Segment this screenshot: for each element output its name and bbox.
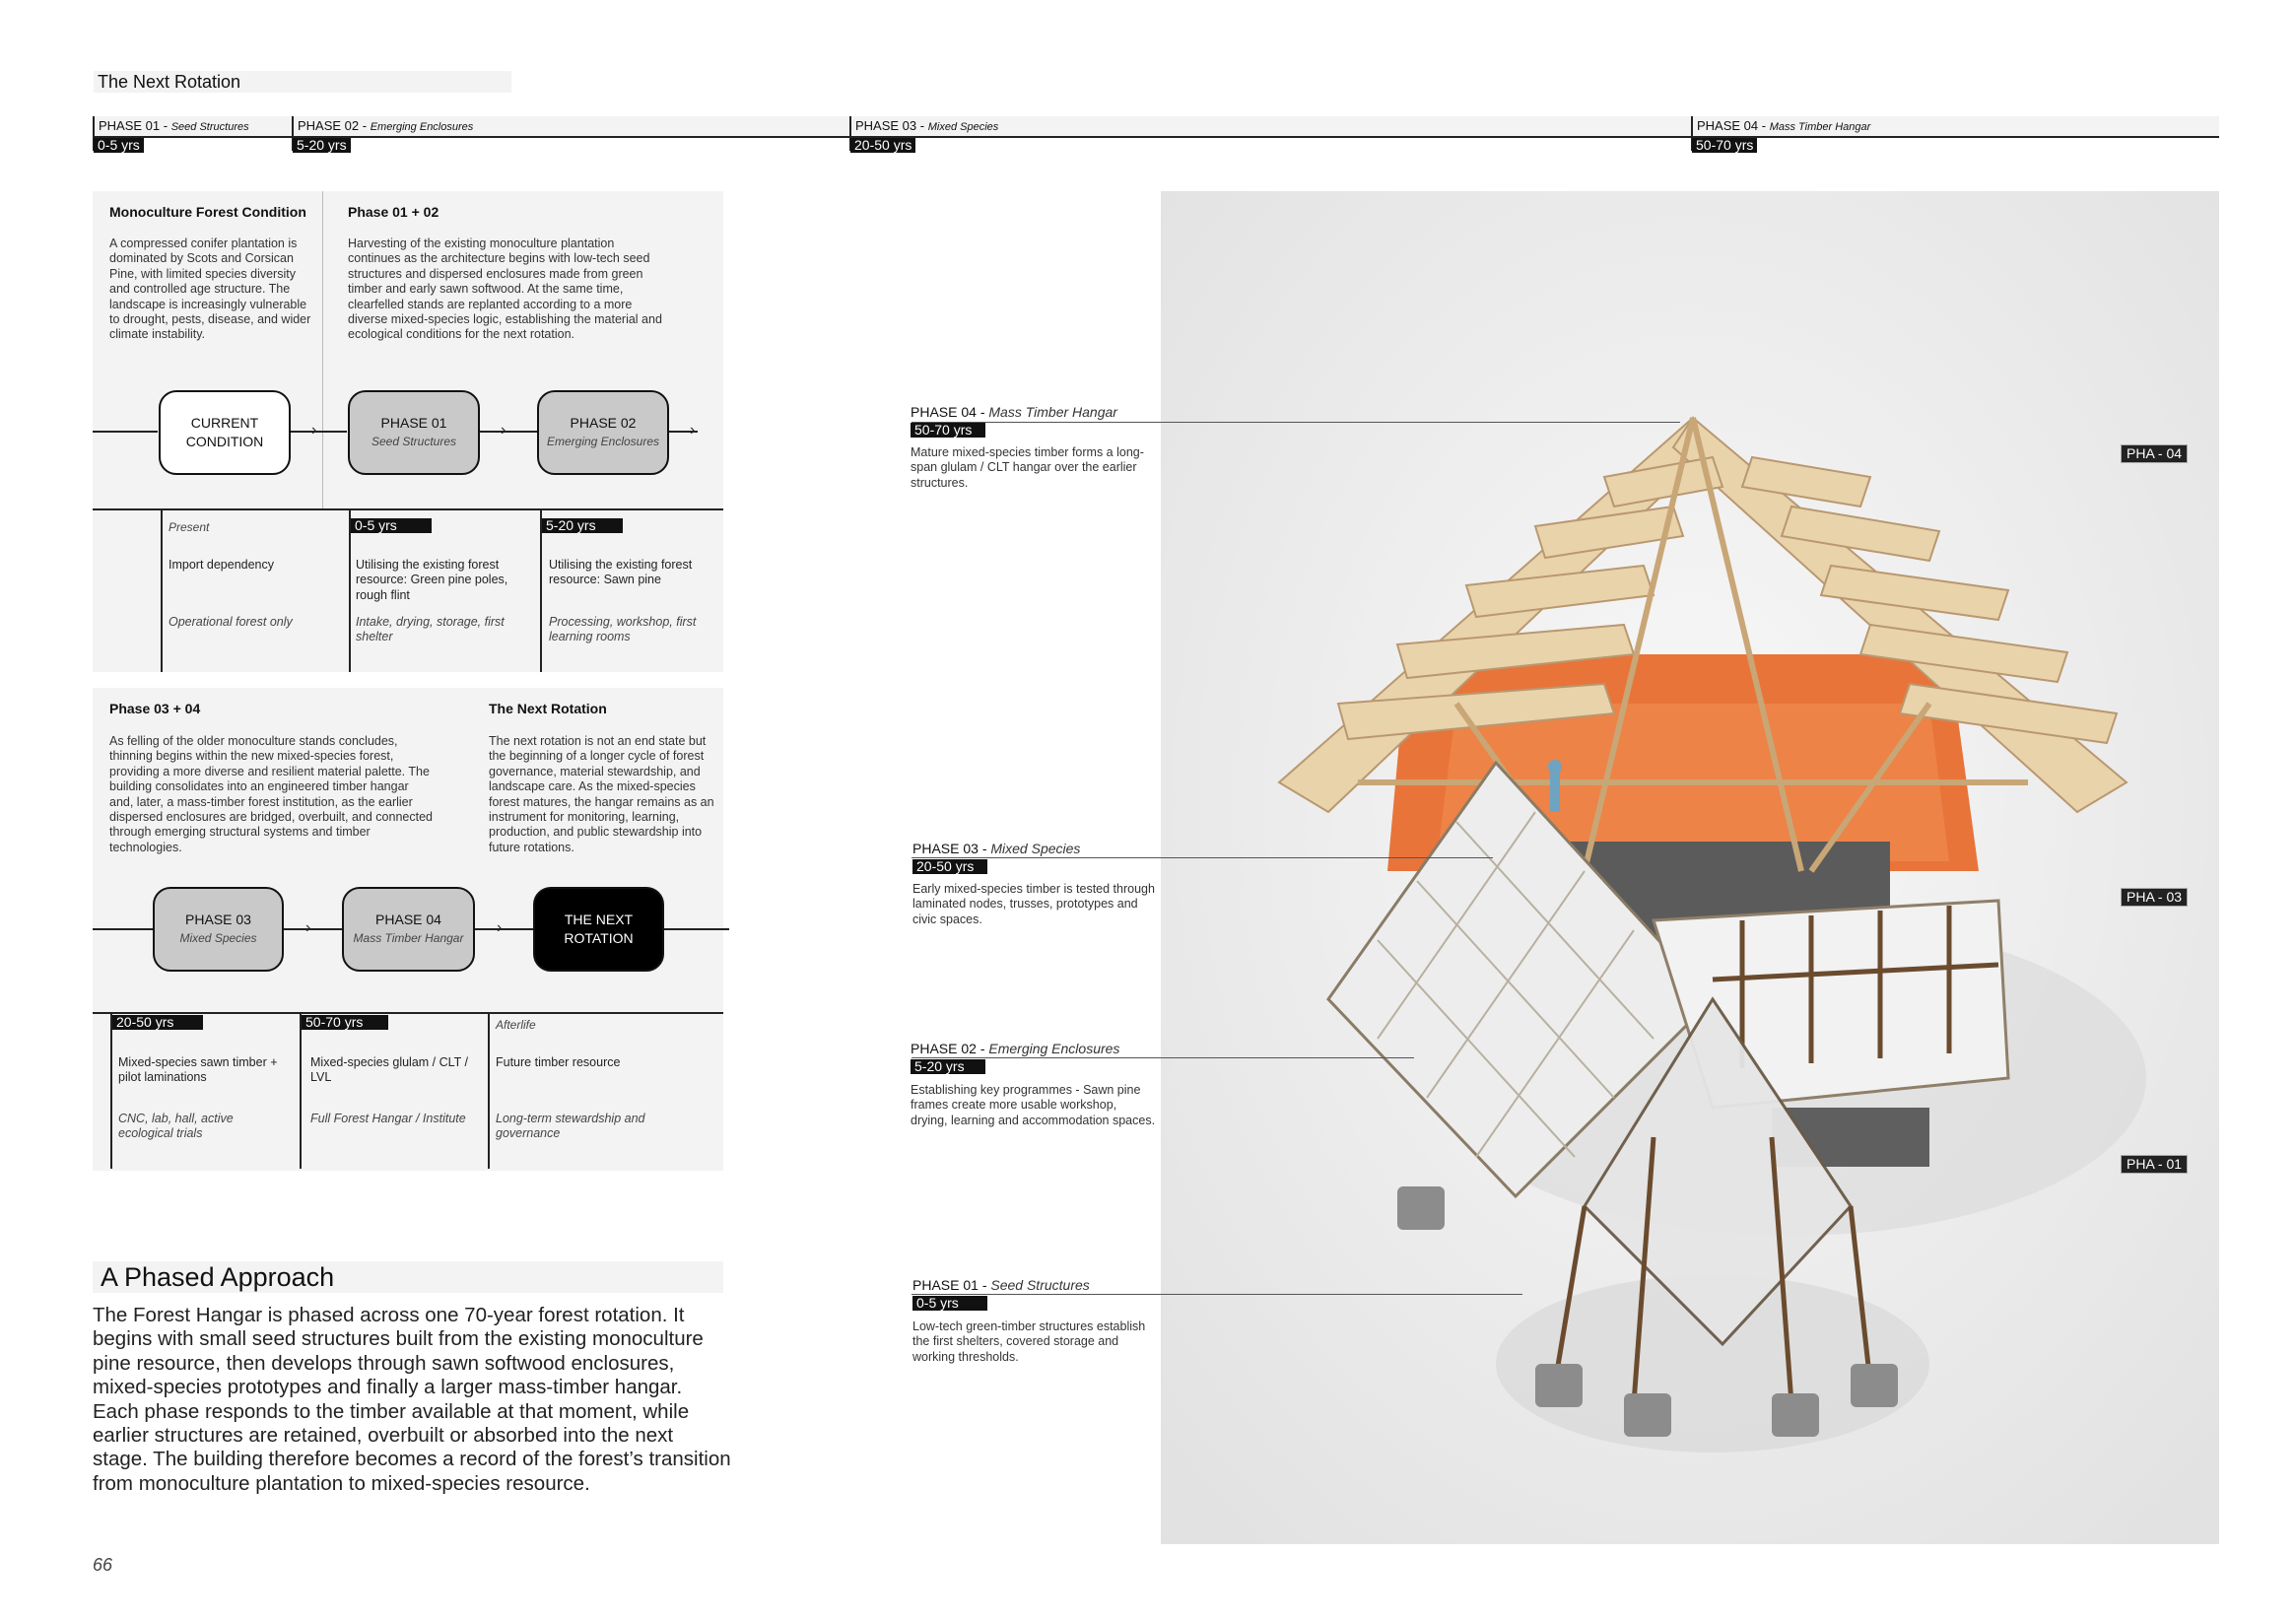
top-col2-title: Phase 01 + 02 bbox=[348, 204, 439, 220]
row-tag-years: 5-20 yrs bbox=[542, 518, 623, 533]
row-use: Operational forest only bbox=[169, 615, 293, 629]
row-resource: Future timber resource bbox=[496, 1055, 621, 1069]
annotation-phase-02-years: 5-20 yrs bbox=[911, 1059, 985, 1074]
bottom-col1-title: Phase 03 + 04 bbox=[109, 701, 201, 716]
row-use: Full Forest Hangar / Institute bbox=[310, 1112, 466, 1125]
column-line bbox=[300, 1012, 302, 1169]
timeline-years-02: 5-20 yrs bbox=[293, 138, 351, 153]
row-use: Long-term stewardship and governance bbox=[496, 1112, 645, 1141]
leader-line bbox=[912, 857, 1493, 858]
timeline-bar bbox=[93, 116, 2219, 138]
top-col1-title: Monoculture Forest Condition bbox=[109, 204, 306, 220]
flow-line bbox=[282, 928, 343, 930]
row-tag-years: 50-70 yrs bbox=[302, 1015, 388, 1030]
row-tag-afterlife: Afterlife bbox=[496, 1018, 536, 1032]
flow-line bbox=[668, 431, 698, 433]
timeline-phase-03: PHASE 03 - Mixed Species bbox=[855, 118, 999, 133]
photo-tag-pha-04: PHA - 04 bbox=[2121, 444, 2189, 463]
timeline-years-03: 20-50 yrs bbox=[850, 138, 916, 153]
row-resource: Mixed-species sawn timber + pilot lamina… bbox=[118, 1055, 278, 1085]
flow-line bbox=[479, 431, 538, 433]
annotation-phase-01-title: PHASE 01 - Seed Structures bbox=[912, 1277, 1090, 1293]
row-use: CNC, lab, hall, active ecological trials bbox=[118, 1112, 234, 1141]
timeline-phase-01: PHASE 01 - Seed Structures bbox=[99, 118, 249, 133]
annotation-phase-02-text: Establishing key programmes - Sawn pine … bbox=[911, 1083, 1156, 1127]
annotation-phase-02-title: PHASE 02 - Emerging Enclosures bbox=[911, 1041, 1120, 1056]
page-number: 66 bbox=[93, 1555, 113, 1575]
flow-line bbox=[290, 431, 347, 433]
row-resource: Utilising the existing forest resource: … bbox=[549, 558, 693, 587]
row-tag-years: 20-50 yrs bbox=[112, 1015, 203, 1030]
arrow-right-icon: › bbox=[501, 422, 506, 439]
timeline-years-04: 50-70 yrs bbox=[1692, 138, 1758, 153]
section-body-text: The Forest Hangar is phased across one 7… bbox=[93, 1304, 731, 1495]
photo-tag-pha-01: PHA - 01 bbox=[2121, 1155, 2189, 1174]
leader-line bbox=[912, 1057, 1414, 1058]
timeline-tick bbox=[1691, 116, 1693, 151]
arrow-right-icon: › bbox=[497, 919, 503, 936]
photo-tag-pha-03: PHA - 03 bbox=[2121, 888, 2189, 907]
column-line bbox=[540, 508, 542, 672]
annotation-phase-03-years: 20-50 yrs bbox=[912, 859, 987, 874]
flow-line bbox=[93, 928, 154, 930]
row-divider bbox=[93, 508, 723, 510]
timeline-phase-02: PHASE 02 - Emerging Enclosures bbox=[298, 118, 474, 133]
flow-line bbox=[662, 928, 729, 930]
timeline-phase-04: PHASE 04 - Mass Timber Hangar bbox=[1697, 118, 1871, 133]
timeline-years-01: 0-5 yrs bbox=[94, 138, 144, 153]
timeline-tick bbox=[292, 116, 294, 151]
annotation-phase-01-years: 0-5 yrs bbox=[912, 1296, 987, 1311]
page-label: The Next Rotation bbox=[94, 71, 511, 93]
annotation-phase-04-title: PHASE 04 - Mass Timber Hangar bbox=[911, 404, 1117, 420]
annotation-phase-01-text: Low-tech green-timber structures establi… bbox=[912, 1319, 1146, 1364]
arrow-right-icon: › bbox=[690, 422, 696, 439]
row-resource: Import dependency bbox=[169, 558, 275, 572]
row-use: Intake, drying, storage, first shelter bbox=[356, 615, 505, 644]
timber-model-illustration bbox=[1161, 191, 2219, 1544]
model-photo bbox=[1161, 191, 2219, 1544]
top-col2-text: Harvesting of the existing monoculture p… bbox=[348, 237, 662, 342]
bottom-col2-text: The next rotation is not an end state bu… bbox=[489, 734, 714, 854]
bottom-col1-text: As felling of the older monoculture stan… bbox=[109, 734, 433, 854]
row-resource: Mixed-species glulam / CLT / LVL bbox=[310, 1055, 469, 1085]
row-divider bbox=[93, 1012, 723, 1014]
row-resource: Utilising the existing forest resource: … bbox=[356, 558, 508, 602]
timeline-tick bbox=[849, 116, 851, 151]
leader-line bbox=[912, 1294, 1522, 1295]
column-line bbox=[488, 1012, 490, 1169]
column-line bbox=[110, 1012, 112, 1169]
annotation-phase-03-title: PHASE 03 - Mixed Species bbox=[912, 841, 1081, 856]
top-col1-text: A compressed conifer plantation is domin… bbox=[109, 237, 311, 342]
arrow-right-icon: › bbox=[305, 919, 311, 936]
leader-line bbox=[912, 422, 1680, 423]
section-heading: A Phased Approach bbox=[93, 1261, 723, 1293]
row-tag-present: Present bbox=[169, 520, 210, 534]
column-line bbox=[161, 508, 163, 672]
flow-line bbox=[93, 431, 158, 433]
annotation-phase-04-text: Mature mixed-species timber forms a long… bbox=[911, 445, 1144, 490]
bottom-col2-title: The Next Rotation bbox=[489, 701, 607, 716]
row-tag-years: 0-5 yrs bbox=[351, 518, 432, 533]
row-use: Processing, workshop, first learning roo… bbox=[549, 615, 697, 644]
panel-divider bbox=[322, 191, 323, 508]
timeline-tick bbox=[93, 116, 95, 151]
annotation-phase-04-years: 50-70 yrs bbox=[911, 423, 985, 438]
annotation-phase-03-text: Early mixed-species timber is tested thr… bbox=[912, 882, 1155, 926]
arrow-right-icon: › bbox=[311, 422, 317, 439]
column-line bbox=[349, 508, 351, 672]
flow-line bbox=[473, 928, 534, 930]
